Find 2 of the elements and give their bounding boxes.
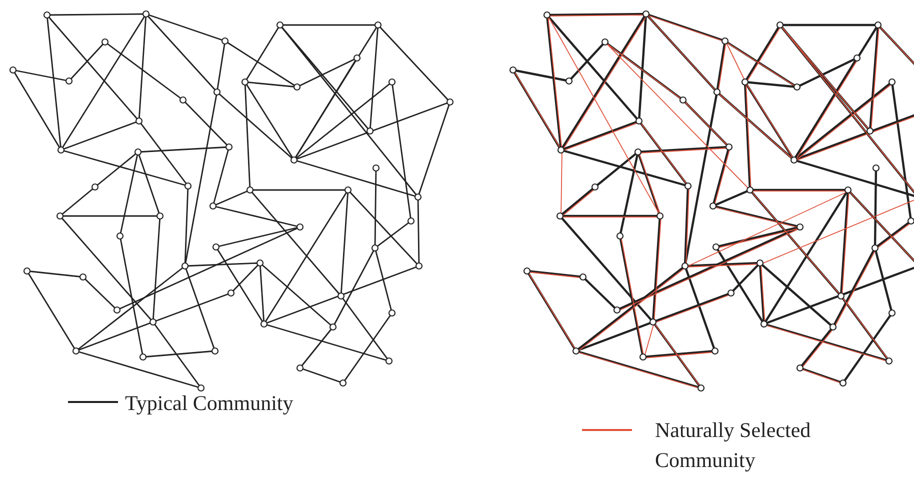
- legend-label: Typical Community: [125, 390, 294, 417]
- legend-label: Naturally Selected Community: [655, 417, 812, 474]
